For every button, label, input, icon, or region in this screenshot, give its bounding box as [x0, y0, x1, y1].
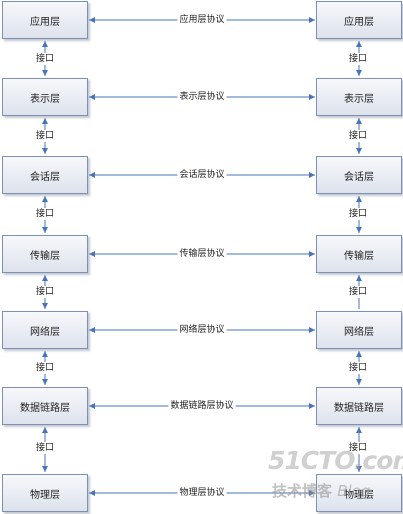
interface-label-right: 接口 — [346, 362, 370, 374]
arrowhead-down-icon — [42, 148, 48, 154]
left-layer-label: 网络层 — [30, 326, 60, 338]
arrowhead-right-icon — [309, 490, 315, 496]
left-layer-label: 应用层 — [30, 16, 60, 28]
interface-label-right: 接口 — [346, 442, 370, 454]
arrowhead-up-icon — [356, 41, 362, 47]
arrowhead-down-icon — [42, 303, 48, 309]
protocol-label-physical: 物理层协议 — [177, 487, 227, 499]
arrowhead-up-icon — [356, 427, 362, 433]
arrowhead-up-icon — [356, 118, 362, 124]
arrowhead-down-icon — [356, 70, 362, 76]
right-layer-label: 物理层 — [344, 489, 374, 501]
watermark-subtitle-text: 技术博客 — [272, 482, 333, 500]
right-layer-label: 应用层 — [344, 16, 374, 28]
right-layer-label: 传输层 — [344, 250, 374, 262]
left-layer-transport: 传输层 — [2, 235, 88, 273]
protocol-label-session: 会话层协议 — [177, 169, 227, 181]
protocol-label-application: 应用层协议 — [177, 14, 227, 26]
arrowhead-right-icon — [309, 94, 315, 100]
arrowhead-down-icon — [356, 466, 362, 472]
arrowhead-down-icon — [356, 148, 362, 154]
left-layer-network: 网络层 — [2, 311, 88, 349]
left-layer-session: 会话层 — [2, 156, 88, 194]
right-layer-label: 表示层 — [344, 93, 374, 105]
watermark-subtitle-suffix: Blog — [337, 482, 371, 500]
interface-label-left: 接口 — [33, 286, 57, 298]
protocol-label-transport: 传输层协议 — [177, 248, 227, 260]
interface-label-left: 接口 — [33, 130, 57, 142]
right-layer-datalink: 数据链路层 — [316, 387, 402, 425]
arrowhead-down-icon — [42, 70, 48, 76]
arrowhead-up-icon — [356, 275, 362, 281]
arrowhead-left-icon — [89, 172, 95, 178]
arrowhead-up-icon — [42, 118, 48, 124]
left-layer-label: 表示层 — [30, 93, 60, 105]
protocol-label-datalink: 数据链路层协议 — [168, 400, 236, 412]
arrowhead-left-icon — [89, 490, 95, 496]
protocol-label-network: 网络层协议 — [177, 324, 227, 336]
right-layer-physical: 物理层 — [316, 474, 402, 512]
right-layer-presentation: 表示层 — [316, 78, 402, 116]
interface-label-left: 接口 — [33, 53, 57, 65]
arrowhead-right-icon — [309, 251, 315, 257]
right-layer-label: 会话层 — [344, 171, 374, 183]
left-layer-physical: 物理层 — [2, 474, 88, 512]
right-layer-transport: 传输层 — [316, 235, 402, 273]
left-layer-application: 应用层 — [2, 1, 88, 39]
arrowhead-right-icon — [309, 172, 315, 178]
interface-label-left: 接口 — [33, 208, 57, 220]
right-layer-application: 应用层 — [316, 1, 402, 39]
interface-label-right: 接口 — [346, 286, 370, 298]
right-layer-network: 网络层 — [316, 311, 402, 349]
protocol-label-presentation: 表示层协议 — [177, 91, 227, 103]
left-layer-label: 会话层 — [30, 171, 60, 183]
arrowhead-up-icon — [356, 196, 362, 202]
left-layer-datalink: 数据链路层 — [2, 387, 88, 425]
right-layer-label: 数据链路层 — [334, 402, 384, 414]
arrowhead-left-icon — [89, 94, 95, 100]
interface-label-left: 接口 — [33, 442, 57, 454]
left-layer-label: 物理层 — [30, 489, 60, 501]
arrowhead-up-icon — [42, 196, 48, 202]
arrowhead-down-icon — [42, 466, 48, 472]
left-layer-label: 传输层 — [30, 250, 60, 262]
arrowhead-left-icon — [89, 251, 95, 257]
arrowhead-left-icon — [89, 17, 95, 23]
arrowhead-left-icon — [89, 403, 95, 409]
interface-label-right: 接口 — [346, 208, 370, 220]
left-layer-presentation: 表示层 — [2, 78, 88, 116]
arrowhead-up-icon — [42, 41, 48, 47]
arrowhead-up-icon — [42, 427, 48, 433]
arrowhead-down-icon — [356, 227, 362, 233]
arrowhead-down-icon — [356, 379, 362, 385]
interface-label-left: 接口 — [33, 362, 57, 374]
arrowhead-right-icon — [309, 17, 315, 23]
arrowhead-down-icon — [42, 227, 48, 233]
watermark-subtitle: 技术博客 Blog — [272, 480, 370, 501]
right-layer-label: 网络层 — [344, 326, 374, 338]
arrowhead-down-icon — [42, 379, 48, 385]
watermark-logo: 51CTO.com — [268, 446, 403, 475]
arrowhead-up-icon — [356, 351, 362, 357]
arrowhead-up-icon — [42, 275, 48, 281]
left-layer-label: 数据链路层 — [20, 402, 70, 414]
arrowhead-up-icon — [42, 351, 48, 357]
arrowhead-left-icon — [89, 327, 95, 333]
arrowhead-right-icon — [309, 403, 315, 409]
interface-label-right: 接口 — [346, 53, 370, 65]
arrowhead-right-icon — [309, 327, 315, 333]
interface-label-right: 接口 — [346, 130, 370, 142]
right-layer-session: 会话层 — [316, 156, 402, 194]
